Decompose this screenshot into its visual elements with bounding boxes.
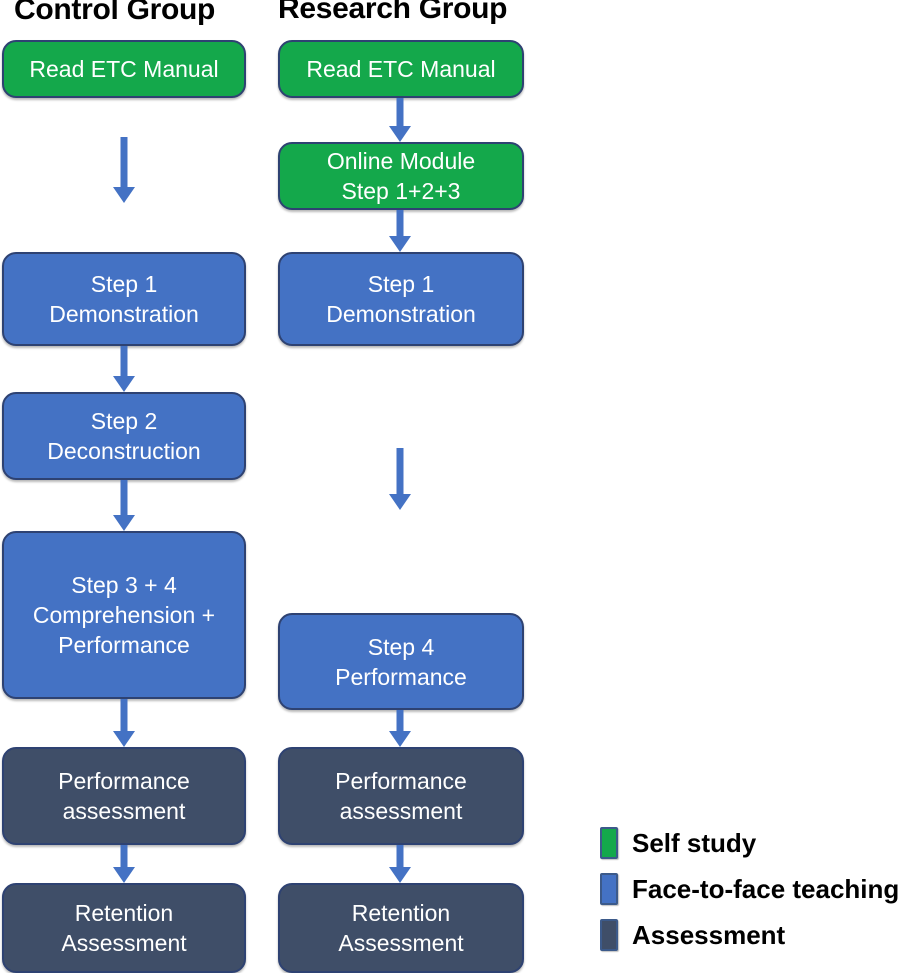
node-line: Online Module [326, 148, 476, 174]
node-research-retention-assessment[interactable]: Retention Assessment [278, 883, 524, 973]
arrow-research-step1-to-step4 [380, 448, 420, 510]
node-line: Step 1 [90, 271, 158, 297]
node-line: Retention [351, 900, 451, 926]
node-research-online-module[interactable]: Online Module Step 1+2+3 [278, 142, 524, 210]
legend-item-self-study: Self study [600, 820, 899, 866]
node-line: Performance [335, 663, 467, 690]
node-control-retention-assessment[interactable]: Retention Assessment [2, 883, 246, 973]
node-control-step34[interactable]: Step 3 + 4 Comprehension + Performance [2, 531, 246, 699]
arrow-control-step2-to-step34 [104, 480, 144, 531]
legend-label-self-study: Self study [632, 828, 757, 858]
node-control-read-manual[interactable]: Read ETC Manual [2, 40, 246, 98]
node-line: Step 1+2+3 [341, 178, 461, 204]
arrow-control-step1-to-step2 [104, 346, 144, 392]
legend-label-assessment: Assessment [632, 920, 786, 950]
node-control-performance-assessment[interactable]: Performance assessment [2, 747, 246, 845]
node-line: Demonstration [326, 301, 476, 327]
node-control-step2[interactable]: Step 2 Deconstruction [2, 392, 246, 480]
arrow-research-manual-to-online-module [380, 98, 420, 142]
node-research-read-manual[interactable]: Read ETC Manual [278, 40, 524, 98]
arrow-control-performance-to-retention [104, 845, 144, 883]
arrow-research-online-module-to-step1 [380, 210, 420, 252]
node-line: Deconstruction [47, 438, 201, 464]
legend-swatch-face-to-face-teaching [600, 873, 618, 905]
node-line: assessment [339, 798, 463, 824]
node-line: Step 4 [367, 633, 435, 660]
arrow-control-step34-to-performance-assessment [104, 699, 144, 747]
column-title-control-group: Control Group [14, 0, 216, 26]
node-line: Assessment [61, 930, 187, 956]
node-research-step1[interactable]: Step 1 Demonstration [278, 252, 524, 346]
node-research-performance-assessment[interactable]: Performance assessment [278, 747, 524, 845]
arrow-research-step4-to-performance-assessment [380, 710, 420, 747]
arrow-research-performance-to-retention [380, 845, 420, 883]
arrow-control-manual-to-step1 [104, 137, 144, 203]
node-line: Read ETC Manual [306, 56, 496, 82]
node-research-step4[interactable]: Step 4 Performance [278, 613, 524, 710]
legend-item-face-to-face-teaching: Face-to-face teaching [600, 866, 899, 912]
node-line: Step 1 [367, 271, 435, 297]
node-line: Assessment [338, 930, 464, 956]
node-line: Comprehension + [32, 602, 216, 628]
column-title-research-group: Research Group [278, 0, 508, 25]
node-line: Read ETC Manual [29, 56, 219, 82]
node-line: Performance [58, 768, 190, 794]
node-line: assessment [62, 798, 186, 824]
legend-swatch-assessment [600, 919, 618, 951]
node-line: Performance [335, 768, 467, 794]
legend-item-assessment: Assessment [600, 912, 899, 958]
legend-swatch-self-study [600, 827, 618, 859]
node-line: Performance [58, 632, 190, 658]
node-line: Step 2 [90, 408, 158, 434]
node-line: Demonstration [49, 301, 199, 327]
node-line: Step 3 + 4 [71, 572, 177, 598]
legend-label-face-to-face-teaching: Face-to-face teaching [632, 874, 899, 904]
node-control-step1[interactable]: Step 1 Demonstration [2, 252, 246, 346]
legend: Self study Face-to-face teaching Assessm… [600, 820, 899, 958]
node-line: Retention [74, 900, 174, 926]
